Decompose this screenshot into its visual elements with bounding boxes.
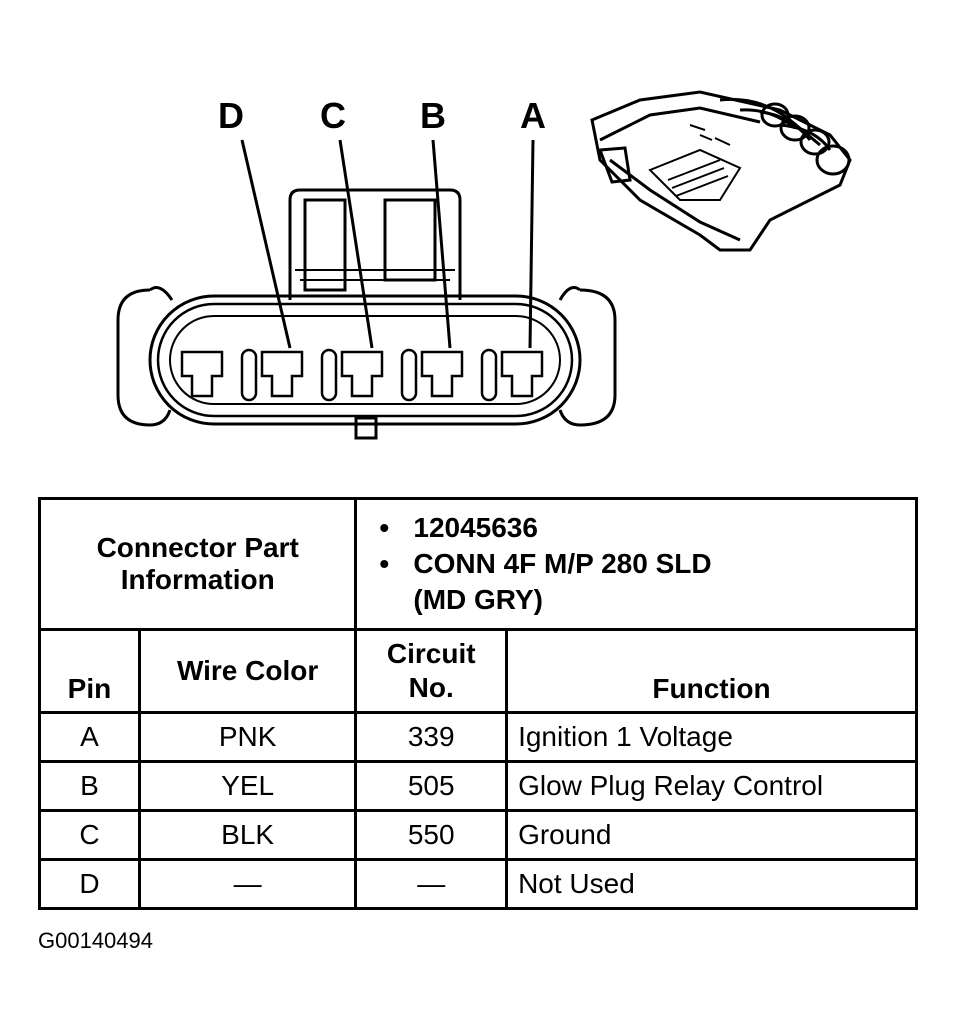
wire-color-cell: BLK: [137, 809, 358, 861]
pin-label-a: A: [520, 95, 546, 136]
pin-label-b: B: [420, 95, 446, 136]
circuit-cell: 339: [354, 711, 509, 763]
connector-description: • CONN 4F M/P 280 SLD (MD GRY): [379, 546, 905, 618]
bullet: •: [379, 512, 390, 543]
wire-color-cell: YEL: [137, 760, 358, 812]
connector-part-info-label: Connector Part Information: [37, 497, 358, 631]
connector-3d-illustration: [590, 90, 852, 252]
table-row: B YEL 505 Glow Plug Relay Control: [38, 760, 918, 812]
table-row: C BLK 550 Ground: [38, 809, 918, 861]
part-number-text: 12045636: [413, 512, 538, 543]
pin-label-d: D: [218, 95, 244, 136]
function-cell: Ground: [505, 809, 918, 861]
table-row: A PNK 339 Ignition 1 Voltage: [38, 711, 918, 763]
header-pin: Pin: [38, 628, 141, 714]
pin-cell: B: [38, 760, 141, 812]
wire-color-cell: —: [137, 858, 358, 910]
connector-part-info-values: • 12045636 • CONN 4F M/P 280 SLD (MD GRY): [354, 497, 918, 631]
header-wire-color: Wire Color: [137, 628, 358, 714]
pin-cell: C: [38, 809, 141, 861]
connector-face-view: [116, 188, 617, 440]
circuit-cell: —: [354, 858, 509, 910]
pin-leader-lines: [240, 139, 535, 349]
function-cell: Not Used: [505, 858, 918, 910]
wire-color-cell: PNK: [137, 711, 358, 763]
function-cell: Ignition 1 Voltage: [505, 711, 918, 763]
bullet: •: [379, 548, 390, 579]
connector-part-info-text: Connector Part Information: [96, 532, 299, 595]
header-function: Function: [505, 628, 918, 714]
figure-id: G00140494: [38, 928, 153, 953]
pin-cell: A: [38, 711, 141, 763]
connector-pin-table: Connector Part Information • 12045636 • CO…: [37, 497, 918, 910]
pin-cell: D: [38, 858, 141, 910]
function-cell: Glow Plug Relay Control: [505, 760, 918, 812]
circuit-cell: 505: [354, 760, 509, 812]
table-row: D — — Not Used: [38, 858, 918, 910]
connector-diagram: D C B A: [116, 90, 852, 440]
part-number: • 12045636: [379, 510, 905, 546]
header-circuit-no: Circuit No.: [354, 628, 509, 714]
pin-label-c: C: [320, 95, 346, 136]
connector-color-text: (MD GRY): [413, 584, 543, 615]
connector-description-text: CONN 4F M/P 280 SLD: [413, 548, 712, 579]
circuit-cell: 550: [354, 809, 509, 861]
